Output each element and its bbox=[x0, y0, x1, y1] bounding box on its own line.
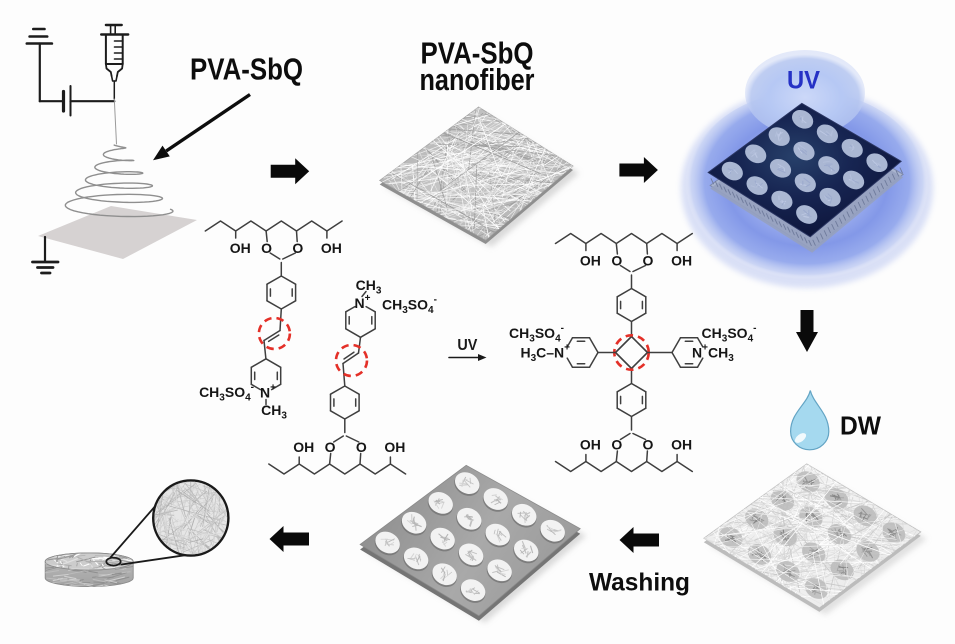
svg-text:CH3: CH3 bbox=[261, 402, 287, 422]
svg-text:OH: OH bbox=[671, 437, 692, 453]
svg-text:UV: UV bbox=[787, 67, 820, 95]
svg-text:OH: OH bbox=[580, 437, 601, 453]
svg-text:O: O bbox=[356, 439, 367, 455]
svg-text:N+: N+ bbox=[355, 293, 371, 311]
svg-text:O: O bbox=[643, 253, 654, 269]
svg-text:CH3SO4-: CH3SO4- bbox=[199, 382, 254, 404]
svg-text:PVA-SbQ: PVA-SbQ bbox=[190, 52, 303, 87]
svg-text:H3C–N+: H3C–N+ bbox=[520, 343, 570, 365]
svg-text:O: O bbox=[325, 439, 336, 455]
svg-text:CH3SO4-: CH3SO4- bbox=[509, 323, 564, 345]
svg-text:OH: OH bbox=[384, 439, 405, 455]
svg-text:nanofiber: nanofiber bbox=[420, 62, 535, 97]
svg-text:Washing: Washing bbox=[589, 569, 690, 597]
svg-text:OH: OH bbox=[580, 253, 601, 269]
svg-text:O: O bbox=[611, 253, 622, 269]
svg-text:PVA-SbQ: PVA-SbQ bbox=[421, 36, 534, 71]
svg-text:CH3SO4-: CH3SO4- bbox=[702, 323, 757, 345]
svg-text:O: O bbox=[643, 437, 654, 453]
svg-text:N+CH3: N+CH3 bbox=[692, 343, 734, 365]
svg-text:CH3: CH3 bbox=[356, 277, 382, 297]
svg-text:N+: N+ bbox=[260, 382, 276, 400]
svg-text:DW: DW bbox=[840, 411, 881, 441]
svg-text:O: O bbox=[261, 240, 272, 256]
svg-text:O: O bbox=[292, 240, 303, 256]
svg-text:O: O bbox=[611, 437, 622, 453]
svg-text:OH: OH bbox=[321, 240, 342, 256]
svg-text:OH: OH bbox=[293, 439, 314, 455]
svg-text:UV: UV bbox=[457, 337, 478, 354]
svg-text:OH: OH bbox=[671, 253, 692, 269]
svg-text:CH3SO4-: CH3SO4- bbox=[382, 295, 437, 317]
svg-text:OH: OH bbox=[230, 240, 251, 256]
